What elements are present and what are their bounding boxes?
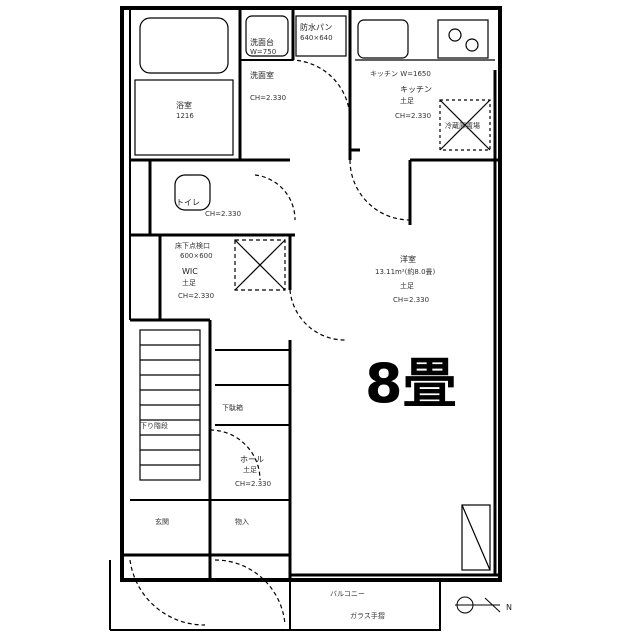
vanity-size: W=750 <box>250 48 276 56</box>
vanity-label: 洗面台 <box>250 37 274 47</box>
stairs <box>139 329 201 481</box>
western-area: 13.11m²(約8.0畳) <box>375 267 436 276</box>
stairs-label: 下り階段 <box>140 421 168 430</box>
hatch-label: 床下点検口 <box>175 241 210 250</box>
hall-ceiling: CH=2.330 <box>235 480 271 488</box>
compass-label: N <box>506 603 512 612</box>
bathtub <box>139 17 229 74</box>
toilet-bowl <box>174 174 211 211</box>
toilet-ceiling: CH=2.330 <box>205 210 241 218</box>
wic-floor: 土足 <box>182 278 196 287</box>
washer-pan-label: 防水パン <box>300 22 332 32</box>
toilet-label: トイレ <box>176 198 200 207</box>
western-label: 洋室 <box>400 254 416 264</box>
shoe-storage-label: 下駄箱 <box>222 403 243 412</box>
hall-floor: 土足 <box>243 465 257 474</box>
compass-icon <box>455 596 501 614</box>
washroom-ceiling: CH=2.330 <box>250 94 286 102</box>
hall-label: ホール <box>240 455 264 464</box>
kitchen-width: キッチン W=1650 <box>370 70 431 78</box>
balcony-note: ガラス手摺 <box>350 611 385 620</box>
entrance-label: 玄関 <box>155 517 169 526</box>
floor-hatch <box>234 239 286 291</box>
fridge-space <box>439 99 491 151</box>
wic-ceiling: CH=2.330 <box>178 292 214 300</box>
fixtures <box>129 15 495 626</box>
western-ceiling: CH=2.330 <box>393 296 429 304</box>
room-size-headline: 8畳 <box>365 352 457 415</box>
cooktop <box>437 19 489 59</box>
western-floor: 土足 <box>400 281 414 290</box>
vanity-sink <box>245 15 289 57</box>
hatch-size: 600×600 <box>180 252 213 260</box>
kitchen-sink <box>357 19 409 59</box>
balcony-label: バルコニー <box>330 590 365 598</box>
walls <box>109 6 502 631</box>
kitchen-floor: 土足 <box>400 96 414 105</box>
washer-pan <box>295 15 347 57</box>
bathroom-label: 浴室 <box>176 100 192 110</box>
fridge-label: 冷蔵庫置場 <box>445 121 480 130</box>
wic-label: WIC <box>182 267 198 276</box>
closet-label: 物入 <box>235 517 249 526</box>
kitchen-label: キッチン <box>400 85 432 94</box>
bathroom-size: 1216 <box>176 112 194 120</box>
washroom-label: 洗面室 <box>250 70 274 80</box>
kitchen-ceiling: CH=2.330 <box>395 112 431 120</box>
washer-pan-size: 640×640 <box>300 34 333 42</box>
